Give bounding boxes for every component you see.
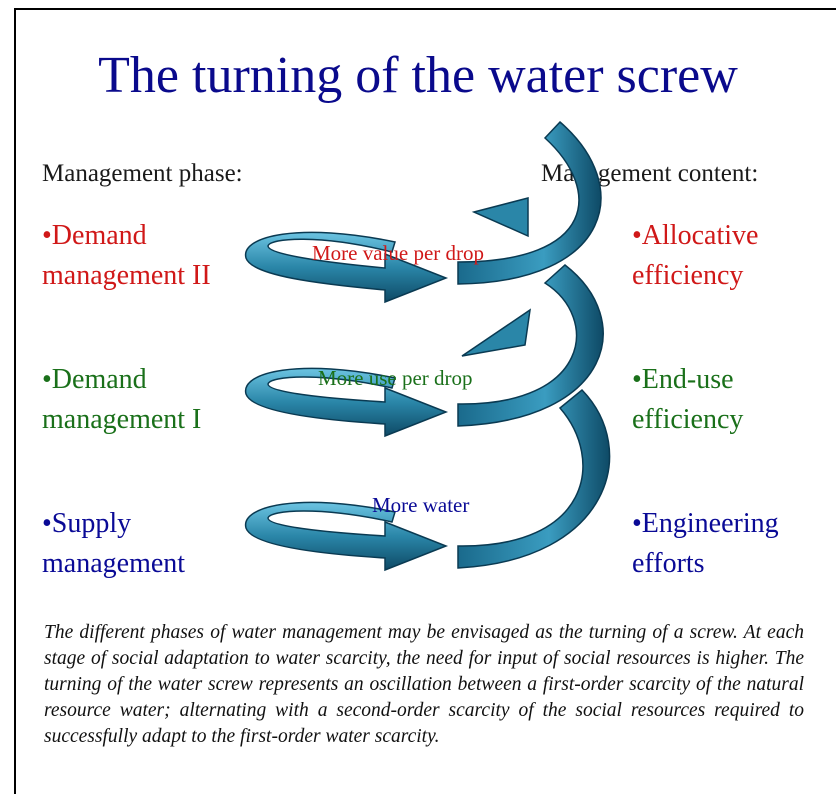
content-line: efforts [632,548,705,579]
phase-demand-management-1: •Demand management I [42,360,201,440]
arrow-label-more-use-per-drop: More use per drop [318,366,473,390]
phase-line: management II [42,260,211,291]
content-line: efficiency [632,404,744,435]
phase-line: •Supply [42,508,132,539]
content-line: efficiency [632,260,744,291]
content-allocative-efficiency: •Allocative efficiency [632,216,758,296]
return-arc-top [457,120,602,285]
phase-supply-management: •Supply management [42,504,185,584]
phase-line: •Demand [42,220,147,251]
management-phase-header: Management phase: [42,160,243,187]
content-line: •Engineering [632,508,779,539]
content-line: •Allocative [632,220,759,251]
screw-loop-top [244,231,449,304]
slide-frame [14,8,836,794]
arrowhead-up-middle [461,308,531,357]
arrowhead-up-top [471,197,529,238]
screw-loop-middle [244,367,449,438]
phase-line: management I [42,404,202,435]
phase-line: •Demand [42,364,147,395]
slide-title: The turning of the water screw [98,47,738,104]
content-engineering-efforts: •Engineering efforts [632,504,779,584]
phase-demand-management-2: •Demand management II [42,216,211,296]
phase-line: management [42,548,186,579]
content-line: •End-use [632,364,734,395]
arrow-label-more-water: More water [372,493,470,517]
return-arc-bottom [457,388,611,569]
figure-caption: The different phases of water management… [44,622,804,747]
arrow-label-more-value-per-drop: More value per drop [312,241,485,265]
content-end-use-efficiency: •End-use efficiency [632,360,743,440]
return-arc-middle [457,264,604,427]
screw-loop-bottom [244,501,449,572]
